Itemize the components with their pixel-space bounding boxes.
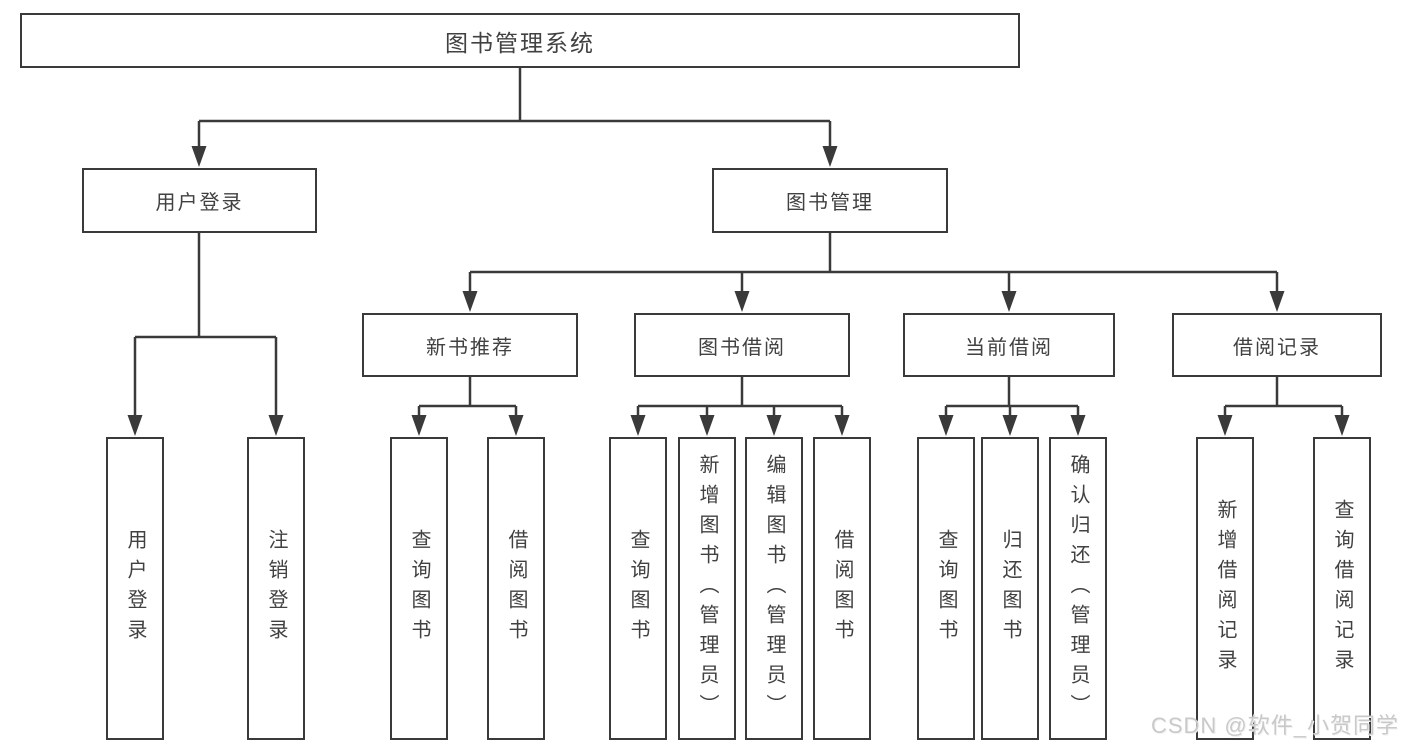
watermark: CSDN @软件_小贺同学 [1150,713,1399,738]
leaf-add-borrow-record: 新增借阅记录 [1196,437,1254,740]
leaf-recommend-query-books: 查询图书 [390,437,448,740]
leaf-edit-book-admin: 编辑图书（管理员） [745,437,803,740]
leaf-current-query-books-label: 查询图书 [935,528,957,649]
leaf-add-book-admin-label: 新增图书（管理员） [696,453,718,724]
node-new-book-recommend: 新书推荐 [362,313,578,377]
node-book-borrowing: 图书借阅 [634,313,850,377]
leaf-query-borrow-record-label: 查询借阅记录 [1331,498,1353,679]
leaf-query-borrow-record: 查询借阅记录 [1313,437,1371,740]
leaf-return-books: 归还图书 [981,437,1039,740]
leaf-logout: 注销登录 [247,437,305,740]
node-book-management: 图书管理 [712,168,948,233]
leaf-borrowing-borrow-books-label: 借阅图书 [831,528,853,649]
node-current-borrowing: 当前借阅 [903,313,1115,377]
leaf-recommend-query-books-label: 查询图书 [408,528,430,649]
node-borrowing-records: 借阅记录 [1172,313,1382,377]
leaf-confirm-return-admin-label: 确认归还（管理员） [1067,453,1089,724]
leaf-borrowing-borrow-books: 借阅图书 [813,437,871,740]
node-user-login: 用户登录 [82,168,317,233]
leaf-recommend-borrow-books: 借阅图书 [487,437,545,740]
node-book-management-system: 图书管理系统 [20,13,1020,68]
leaf-add-book-admin: 新增图书（管理员） [678,437,736,740]
leaf-recommend-borrow-books-label: 借阅图书 [505,528,527,649]
leaf-logout-label: 注销登录 [265,528,287,649]
leaf-current-query-books: 查询图书 [917,437,975,740]
leaf-user-login-label: 用户登录 [124,528,146,649]
leaf-borrowing-query-books-label: 查询图书 [627,528,649,649]
leaf-return-books-label: 归还图书 [999,528,1021,649]
leaf-confirm-return-admin: 确认归还（管理员） [1049,437,1107,740]
leaf-user-login: 用户登录 [106,437,164,740]
leaf-borrowing-query-books: 查询图书 [609,437,667,740]
leaf-edit-book-admin-label: 编辑图书（管理员） [763,453,785,724]
leaf-add-borrow-record-label: 新增借阅记录 [1214,498,1236,679]
